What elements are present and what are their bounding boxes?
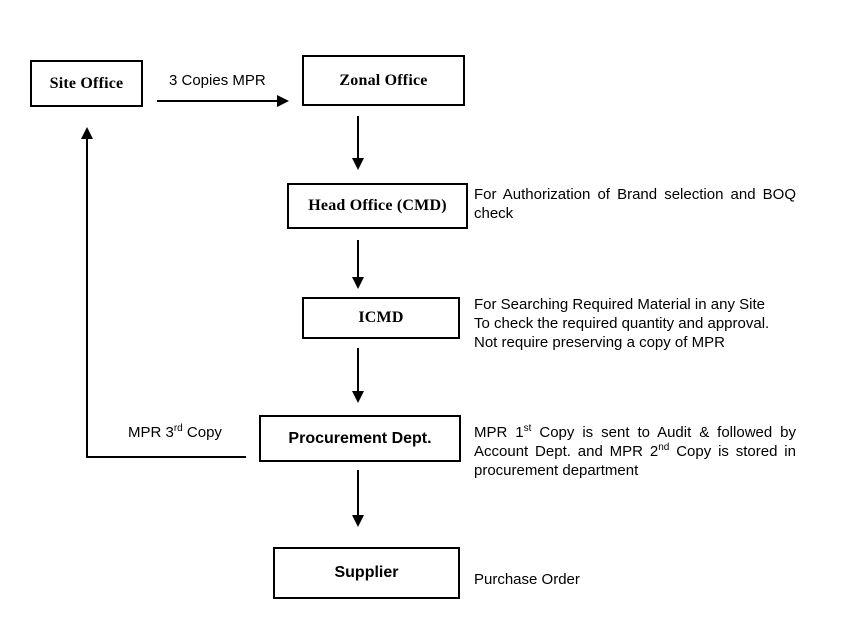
annotation-procurement: MPR 1st Copy is sent to Audit & followed… — [474, 423, 797, 480]
node-procurement-dept-label: Procurement Dept. — [288, 429, 432, 447]
node-zonal-office: Zonal Office — [302, 55, 465, 106]
arrowhead-down-icon — [352, 277, 364, 289]
arrowhead-down-icon — [352, 158, 364, 170]
arrowhead-down-icon — [352, 391, 364, 403]
edge-label-3-copies-mpr: 3 Copies MPR — [169, 72, 266, 89]
arrowhead-up-icon — [81, 127, 93, 139]
node-supplier-label: Supplier — [334, 564, 399, 581]
arrow-procurement-to-supplier-line — [357, 470, 359, 516]
feedback-vertical-line — [86, 138, 88, 458]
node-icmd: ICMD — [302, 297, 460, 339]
node-head-office-cmd-label: Head Office (CMD) — [308, 197, 447, 214]
arrow-icmd-to-procurement-line — [357, 348, 359, 392]
annotation-icmd: For Searching Required Material in any S… — [474, 296, 770, 351]
node-site-office: Site Office — [30, 60, 143, 107]
edge-label-mpr-3rd-copy: MPR 3rd Copy — [128, 423, 222, 442]
node-head-office-cmd: Head Office (CMD) — [287, 183, 468, 229]
node-site-office-label: Site Office — [49, 74, 124, 92]
node-procurement-dept: Procurement Dept. — [259, 415, 461, 462]
annotation-head-office: For Authorization of Brand selection and… — [474, 186, 796, 222]
arrowhead-down-icon — [352, 515, 364, 527]
arrow-site-to-zonal-line — [157, 100, 278, 102]
node-icmd-label: ICMD — [358, 309, 404, 326]
feedback-horizontal-line — [86, 456, 246, 458]
node-supplier: Supplier — [273, 547, 460, 599]
node-zonal-office-label: Zonal Office — [339, 71, 428, 89]
arrow-head-to-icmd-line — [357, 240, 359, 278]
annotation-supplier-purchase-order: Purchase Order — [474, 571, 580, 588]
arrowhead-right-icon — [277, 95, 289, 107]
arrow-zonal-to-head-line — [357, 116, 359, 159]
